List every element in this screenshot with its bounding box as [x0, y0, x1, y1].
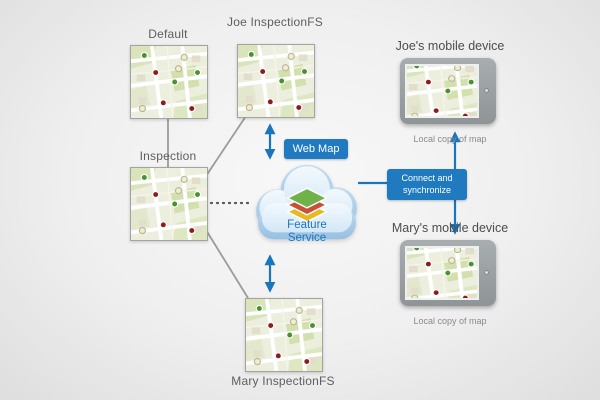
layers-icon [286, 187, 328, 223]
map-image [246, 299, 322, 371]
web-map-badge: Web Map [284, 139, 348, 159]
camera-icon [484, 88, 489, 93]
joe-device-title: Joe's mobile device [395, 39, 505, 53]
mary-tablet-screen [405, 246, 479, 300]
mary-inspectionfs-label: Mary InspectionFS [231, 374, 335, 388]
map-image [131, 168, 207, 240]
feature-service-cloud: Feature Service [248, 157, 366, 255]
map-thumbnail-default [130, 45, 208, 119]
mary-local-copy-caption: Local copy of map [413, 316, 487, 326]
joe-tablet-screen [405, 64, 479, 118]
map-thumbnail-inspection [130, 167, 208, 241]
connect-synchronize-badge: Connect and synchronize [387, 169, 467, 201]
map-image [131, 46, 207, 118]
map-thumbnail-mary-inspectionfs [245, 298, 323, 372]
joe-tablet [400, 58, 496, 124]
map-thumbnail-joe-inspectionfs [237, 44, 315, 118]
map-image [238, 45, 314, 117]
feature-service-label: Feature Service [287, 219, 327, 245]
default-label: Default [148, 27, 188, 41]
map-image [407, 248, 477, 298]
joe-local-copy-caption: Local copy of map [413, 134, 487, 144]
camera-icon [484, 270, 489, 275]
map-image [407, 66, 477, 116]
mary-tablet [400, 240, 496, 306]
mary-device-title: Mary's mobile device [391, 221, 509, 235]
inspection-label: Inspection [139, 149, 197, 163]
joe-inspectionfs-label: Joe InspectionFS [227, 15, 323, 29]
cloud-icon [256, 164, 357, 240]
